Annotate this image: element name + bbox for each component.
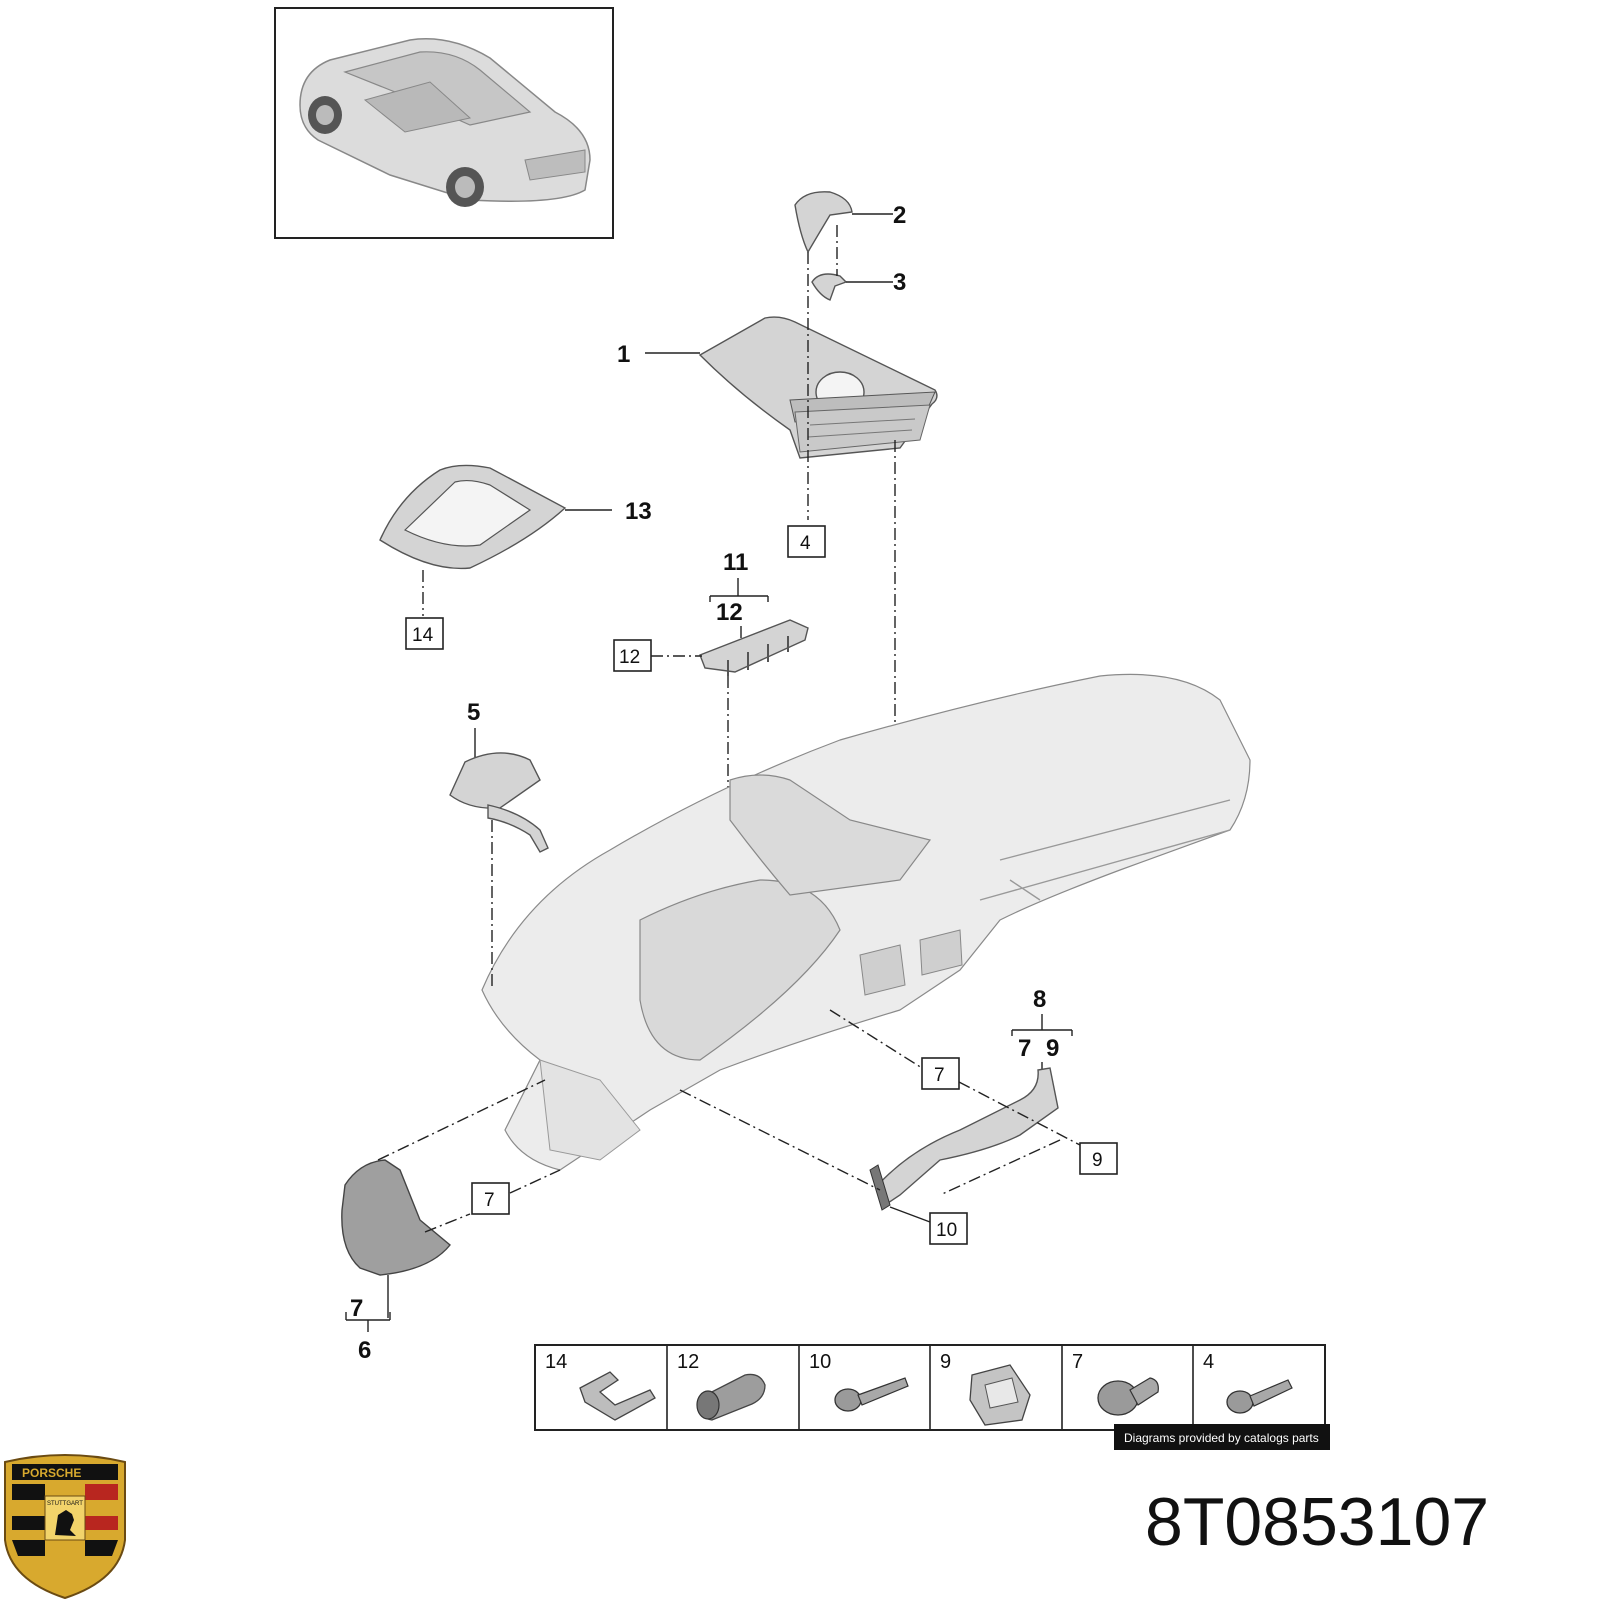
fastener-cell-label: 7: [1072, 1351, 1083, 1373]
callout-7-under-6: 7: [350, 1295, 363, 1322]
ref-box-10: [929, 1212, 968, 1245]
part-6-end-cover: [341, 1159, 451, 1276]
credit-bar: [1114, 1424, 1330, 1450]
callout-8: 8: [1033, 986, 1046, 1013]
part-2-cover-cap: [794, 191, 853, 254]
fastener-cell-label: 10: [809, 1351, 831, 1373]
ref-box-4-label: 4: [800, 533, 811, 554]
torx-screw-icon: [1226, 1379, 1293, 1414]
fastener-cell-label: 12: [677, 1351, 699, 1373]
ref-box-14: [405, 617, 444, 650]
part-number: 8T0853107: [1145, 1484, 1489, 1560]
callout-3: 3: [893, 269, 906, 296]
credit-text: Diagrams provided by catalogs parts: [1124, 1431, 1319, 1445]
callout-7-under-8: 7: [1018, 1035, 1031, 1062]
crest-top-text: PORSCHE: [22, 1466, 81, 1480]
callout-11: 11: [723, 549, 748, 576]
car-icon: [299, 38, 591, 207]
dashboard-carrier: [481, 673, 1251, 1171]
expansion-rivet-icon: [1097, 1377, 1159, 1416]
ref-box-9-label: 9: [1092, 1150, 1103, 1171]
horse-icon: [55, 1510, 76, 1536]
fastener-table: 14 12 10 9 7 4: [534, 1344, 1326, 1431]
bracket-clip-icon: [969, 1364, 1031, 1426]
ref-box-10-label: 10: [936, 1220, 957, 1241]
part-5-side-vent-trim: [449, 752, 549, 853]
part-3-bracket: [811, 273, 848, 301]
porsche-crest-logo: PORSCHE STUTTGART: [4, 1454, 126, 1600]
sleeve-nut-icon: [696, 1373, 766, 1421]
ref-box-14-label: 14: [412, 625, 434, 646]
ref-box-9: [1079, 1142, 1118, 1175]
part-1-center-trim-panel: [698, 316, 938, 459]
callout-5: 5: [467, 699, 480, 726]
ref-box-7-right-label: 7: [934, 1065, 945, 1086]
fastener-cell-label: 14: [545, 1351, 567, 1373]
ref-box-7-right: [921, 1057, 960, 1090]
ref-box-12: [613, 639, 652, 672]
part-13-display-frame: [379, 464, 567, 570]
callout-12: 12: [716, 599, 743, 626]
callout-2: 2: [893, 202, 906, 229]
fastener-cell-label: 9: [940, 1351, 951, 1373]
crest-shield-text: STUTTGART: [47, 1501, 83, 1507]
ref-box-4: [787, 525, 826, 558]
callout-9-under-8: 9: [1046, 1035, 1059, 1062]
flange-screw-icon: [834, 1377, 909, 1412]
part-8-lower-bracket: [869, 1067, 1059, 1211]
clip-icon: [579, 1371, 656, 1421]
ref-box-7-left-label: 7: [484, 1190, 495, 1211]
callout-1: 1: [617, 341, 630, 368]
ref-box-12-label: 12: [619, 647, 640, 668]
callout-13: 13: [625, 498, 652, 525]
ref-box-7-left: [471, 1182, 510, 1215]
vehicle-thumbnail: [274, 7, 614, 239]
fastener-cell-label: 4: [1203, 1351, 1214, 1373]
part-11-bracket: [699, 619, 809, 676]
callout-6: 6: [358, 1337, 371, 1364]
